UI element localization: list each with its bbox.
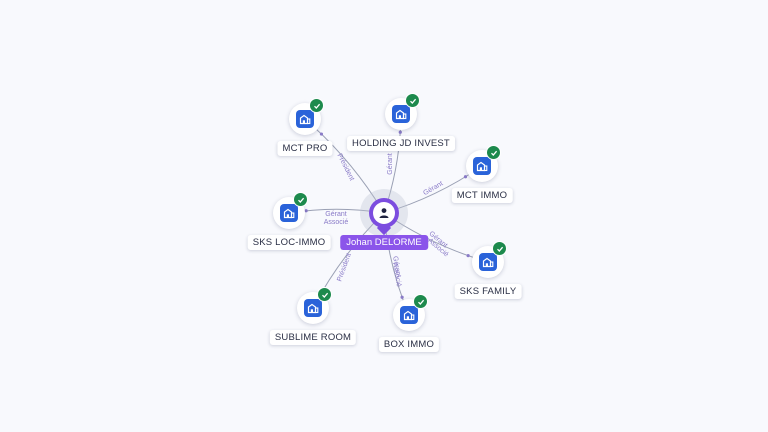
building-icon	[296, 110, 314, 128]
verified-check-icon	[486, 145, 501, 160]
relation-label: Associé	[324, 219, 349, 226]
verified-check-icon	[492, 241, 507, 256]
edge-arrow	[398, 130, 402, 134]
relation-label: Gérant	[325, 211, 346, 218]
person-name[interactable]: Johan DELORME	[340, 235, 428, 250]
relation-label: Gérant	[391, 256, 402, 278]
verified-check-icon	[317, 287, 332, 302]
building-icon	[280, 204, 298, 222]
company-name[interactable]: SKS LOC-IMMO	[247, 235, 331, 250]
relation-label: Président	[336, 252, 353, 282]
verified-check-icon	[413, 294, 428, 309]
edge-arrow	[304, 209, 308, 213]
verified-check-icon	[405, 93, 420, 108]
edge-arrow	[463, 175, 468, 179]
company-name[interactable]: MCT IMMO	[451, 188, 513, 203]
relation-label: Gérant	[387, 153, 394, 174]
building-icon	[400, 306, 418, 324]
company-name[interactable]: HOLDING JD INVEST	[347, 136, 455, 151]
company-name[interactable]: BOX IMMO	[378, 337, 440, 352]
company-name[interactable]: SUBLIME ROOM	[269, 330, 357, 345]
company-name[interactable]: MCT PRO	[277, 141, 333, 156]
edge-arrow	[466, 254, 470, 258]
relation-label: Associé	[391, 262, 402, 287]
building-icon	[473, 157, 491, 175]
edge-arrow	[319, 132, 324, 136]
verified-check-icon	[309, 98, 324, 113]
person-icon	[373, 202, 395, 224]
building-icon	[304, 299, 322, 317]
building-icon	[479, 253, 497, 271]
verified-check-icon	[293, 192, 308, 207]
edge-arrow	[400, 295, 404, 299]
company-name[interactable]: SKS FAMILY	[454, 284, 522, 299]
building-icon	[392, 105, 410, 123]
